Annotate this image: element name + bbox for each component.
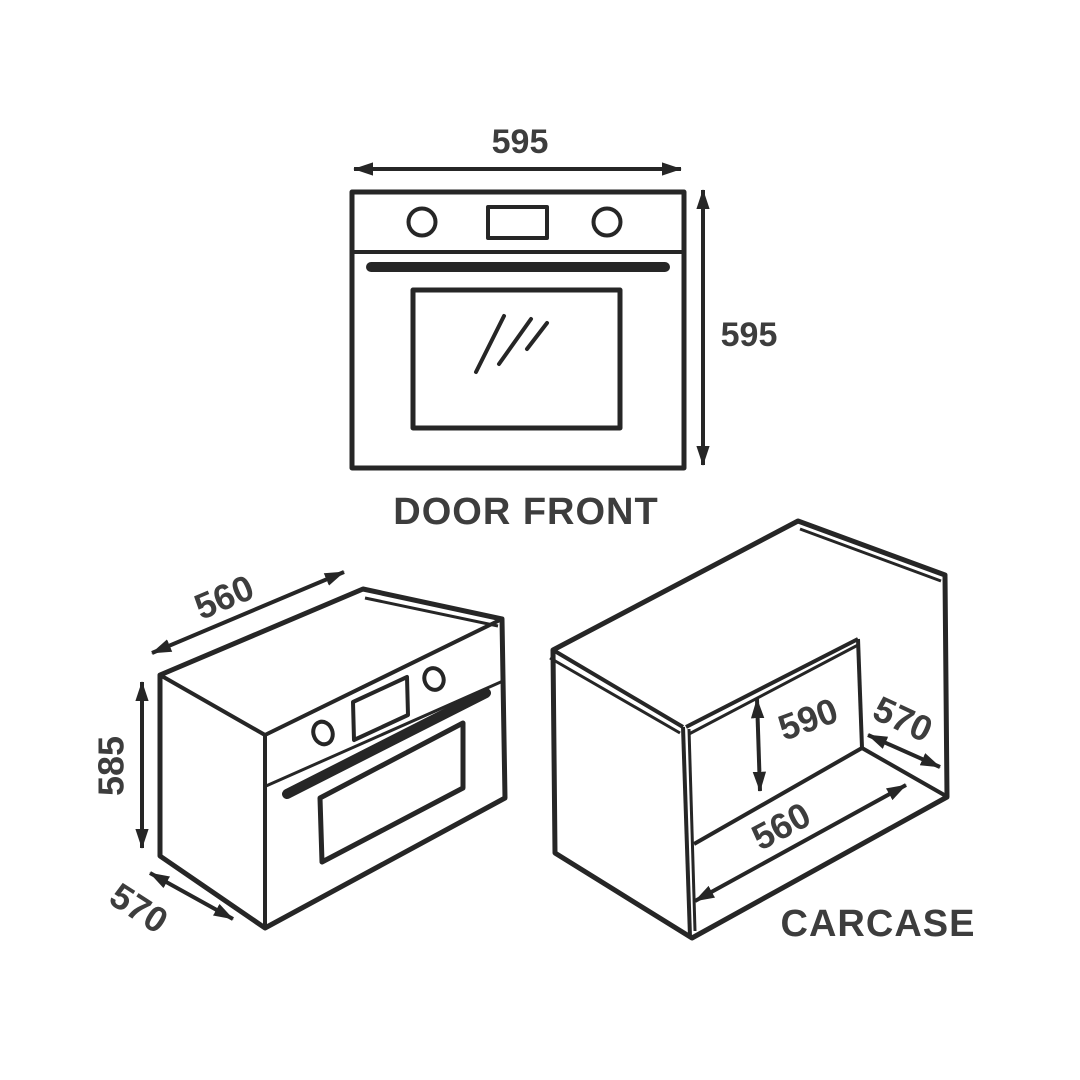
oven-iso-outline <box>157 586 508 931</box>
carcase-caption: CARCASE <box>781 903 976 945</box>
carcase-opening-left-edge <box>681 726 692 938</box>
carcase-inner-width-dim-arrow <box>694 783 907 903</box>
carcase-top-rear-inner-line <box>799 527 942 583</box>
oven-iso-top-lip-line <box>364 596 499 628</box>
oven-depth-dim-arrow <box>151 570 345 655</box>
door-front-height-dim-label: 595 <box>721 316 778 354</box>
oven-iso-display <box>351 675 410 742</box>
oven-iso-knob-right <box>422 666 446 692</box>
carcase-opening-top-edge <box>685 637 859 729</box>
oven-display <box>486 205 549 240</box>
oven-height-dim-label: 585 <box>91 736 132 796</box>
oven-knob-left <box>406 206 438 238</box>
oven-front-outline <box>349 189 687 471</box>
oven-iso-handle <box>282 688 491 799</box>
carcase-view: 590 570 560 CARCASE <box>549 518 976 945</box>
oven-iso-knob-left <box>311 719 335 747</box>
door-front-caption: DOOR FRONT <box>393 491 658 533</box>
carcase-right-panel-inner-edge <box>861 746 947 798</box>
oven-depth-dim-label: 560 <box>188 566 259 627</box>
oven-iso-top-left-edge <box>159 673 266 737</box>
carcase-opening-top-inner-line <box>688 643 859 736</box>
oven-door-window <box>410 287 623 431</box>
carcase-top-front-inner-line <box>549 656 681 735</box>
oven-iso-door-window <box>317 720 466 865</box>
oven-isometric-view: 560 585 570 <box>91 566 508 942</box>
carcase-back-right-inner-edge <box>856 638 864 749</box>
oven-knob-right <box>591 206 623 238</box>
carcase-outline <box>550 518 950 941</box>
carcase-inner-height-dim-arrow <box>750 698 767 792</box>
oven-iso-front-top-edge <box>264 617 503 737</box>
carcase-top-front-edge <box>551 648 685 729</box>
oven-bottom-depth-dim-arrow <box>149 871 234 921</box>
door-front-width-dim-label: 595 <box>492 123 549 161</box>
carcase-inner-width-dim-label: 560 <box>745 794 817 858</box>
oven-bottom-depth-dim-label: 570 <box>103 874 176 941</box>
door-front-view: 595 595 DOOR FRONT <box>349 123 778 533</box>
carcase-opening-left-inner-line <box>687 728 697 932</box>
carcase-side-depth-dim-arrow <box>867 733 941 769</box>
carcase-inner-height-dim-label: 590 <box>773 689 843 748</box>
glass-shine-marks <box>474 314 549 374</box>
oven-iso-panel-divider <box>265 679 504 788</box>
